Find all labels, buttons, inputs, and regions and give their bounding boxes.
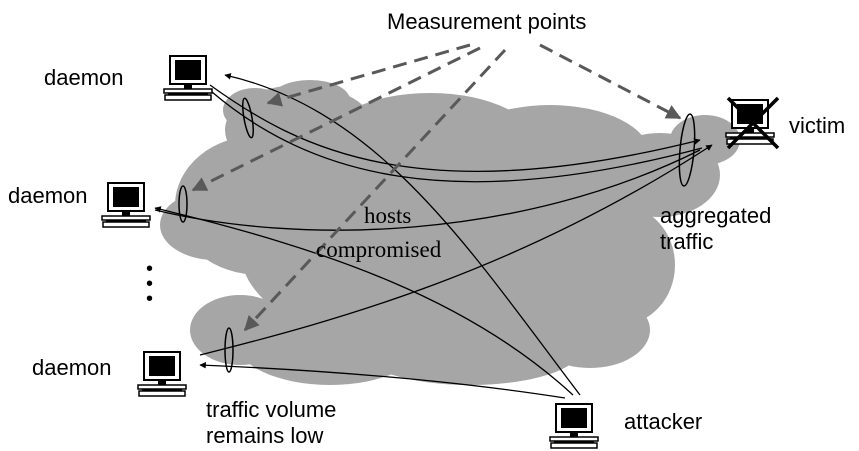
traffic-line-mid-daemon-to-victim xyxy=(154,149,701,231)
aggregated-traffic-label-line1: aggregated xyxy=(660,203,772,228)
compromised-label: compromised xyxy=(316,237,442,262)
computer-icon xyxy=(163,55,213,101)
dashed-arrow-to-top-monitor xyxy=(266,43,471,107)
attacker-label: attacker xyxy=(624,409,703,434)
dashed-arrow-to-victim-monitor xyxy=(539,43,682,120)
dashed-arrow-to-mid-monitor xyxy=(191,46,481,192)
control-line-attacker-to-top-daemon xyxy=(224,73,581,396)
measurement-ellipse-bottom xyxy=(224,327,234,373)
traffic-line-top-daemon-to-victim xyxy=(209,84,701,172)
computer-icon xyxy=(137,351,187,397)
daemon-label-top: daemon xyxy=(44,65,124,90)
computer-icon xyxy=(101,182,151,228)
crossed-computer-icon xyxy=(725,96,780,150)
victim-label: victim xyxy=(789,113,846,138)
aggregated-traffic-label-line2: traffic xyxy=(660,229,714,254)
hosts-label: hosts xyxy=(364,203,412,228)
traffic-line-bottom-daemon-to-victim xyxy=(199,144,713,356)
measurement-points-label: Measurement points xyxy=(387,9,587,34)
control-line-attacker-to-mid-daemon xyxy=(154,206,574,396)
daemon-label-mid: daemon xyxy=(8,183,88,208)
control-line-attacker-to-bottom-daemon xyxy=(199,361,566,399)
dashed-arrow-to-bottom-monitor xyxy=(243,48,507,332)
measurement-points xyxy=(178,97,696,373)
ellipsis-dots: • • • xyxy=(146,258,154,310)
measurement-arrows xyxy=(191,43,682,332)
traffic-line-top-daemon-to-victim-2 xyxy=(211,91,703,183)
measurement-ellipse-victim xyxy=(678,113,696,187)
daemon-label-bottom: daemon xyxy=(32,355,112,380)
measurement-ellipse-mid xyxy=(178,185,188,223)
traffic-volume-label-line1: traffic volume xyxy=(206,397,337,422)
traffic-volume-label-line2: remains low xyxy=(206,423,324,448)
internet-cloud xyxy=(160,80,740,385)
measurement-ellipse-top xyxy=(241,97,255,139)
computer-icon xyxy=(549,403,599,449)
traffic-lines xyxy=(154,73,713,399)
